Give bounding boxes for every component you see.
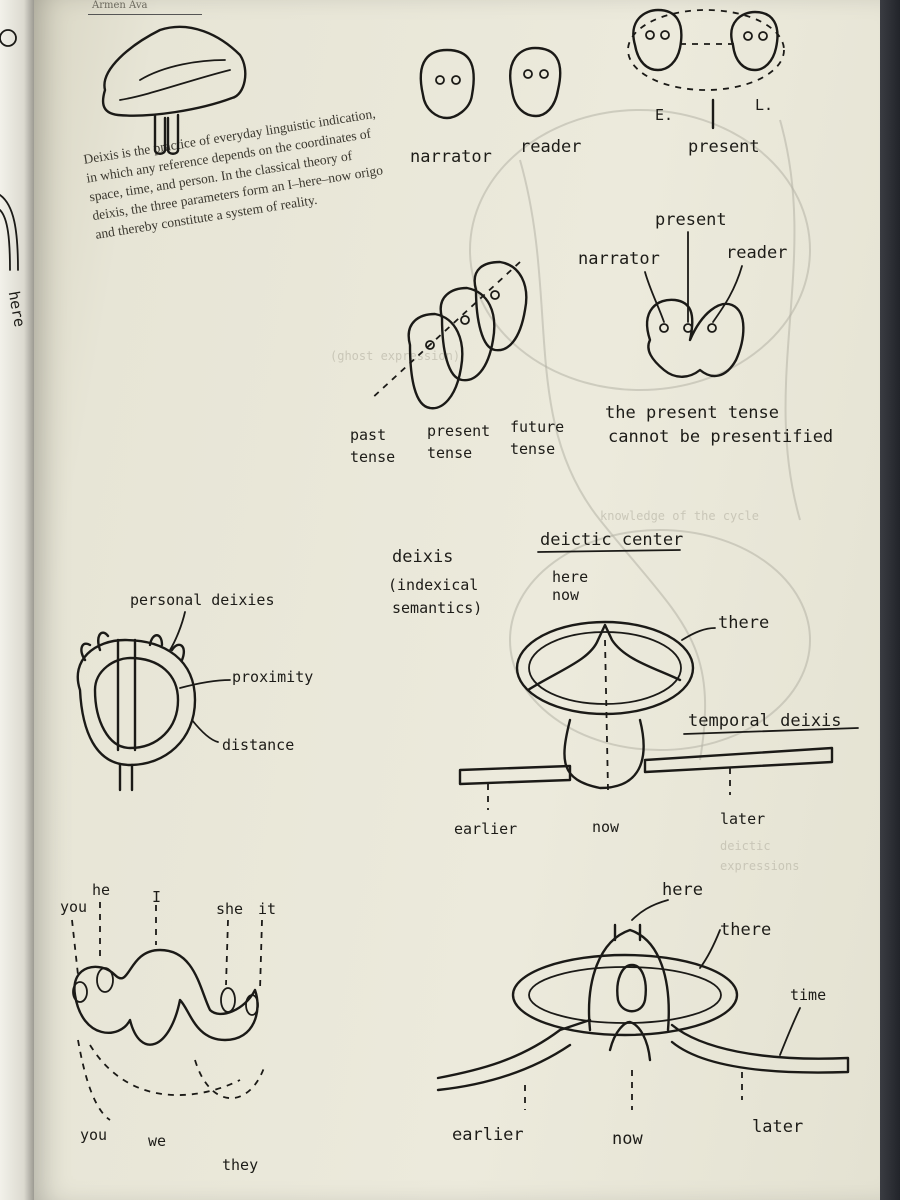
he-label: he xyxy=(92,881,110,899)
earlier-label: earlier xyxy=(454,820,517,838)
later-label: later xyxy=(720,810,765,828)
now-top-label: now xyxy=(552,586,580,604)
presentified-caption-2: cannot be presentified xyxy=(608,427,833,447)
show-through-ghost: (ghost expression) knowledge of the cycl… xyxy=(330,109,811,873)
presentified-caption-1: the present tense xyxy=(605,403,779,423)
svg-text:deictic: deictic xyxy=(720,839,771,853)
later-bottom-label: later xyxy=(752,1117,803,1137)
time-label: time xyxy=(790,986,826,1004)
there-bottom-label: there xyxy=(720,920,771,940)
pronouns-figure: you he I she it you we they xyxy=(60,881,276,1174)
mushroom-figure xyxy=(101,25,247,155)
svg-text:expressions: expressions xyxy=(720,859,799,873)
e-label: E. xyxy=(655,106,673,124)
margin-here-label: here xyxy=(5,290,29,329)
reader-head xyxy=(509,46,562,118)
here-top-label: here xyxy=(552,568,588,586)
present-top-label: present xyxy=(655,210,727,230)
reader-top-label: reader xyxy=(726,243,787,263)
semantics-label: semantics) xyxy=(392,599,482,617)
they-label: they xyxy=(222,1156,258,1174)
time-figure: here there time earlier now later xyxy=(436,880,850,1149)
margin-fragment: here xyxy=(0,29,29,329)
personal-deixies-label: personal deixies xyxy=(130,591,275,609)
you-bottom-label: you xyxy=(80,1126,107,1144)
distance-label: distance xyxy=(222,736,294,754)
there-label: there xyxy=(718,613,769,633)
reader-label: reader xyxy=(520,137,581,157)
i-label: I xyxy=(152,888,161,906)
presentified-figure: present narrator reader the present tens… xyxy=(578,210,833,447)
deictic-center-figure: deixis (indexical semantics) deictic cen… xyxy=(388,530,859,838)
you-top-label: you xyxy=(60,898,87,916)
it-label: it xyxy=(258,900,276,918)
we-label: we xyxy=(148,1132,166,1150)
here-bottom-label: here xyxy=(662,880,703,900)
narrator-head xyxy=(419,48,475,120)
running-header: Armen Ava xyxy=(88,0,202,15)
now-bottom-label: now xyxy=(612,1129,643,1149)
temporal-deixis-label: temporal deixis xyxy=(688,711,842,731)
present-figure: E. L. present xyxy=(627,8,785,157)
indexical-label: (indexical xyxy=(388,576,478,594)
narrator-label: narrator xyxy=(410,147,492,167)
l-label: L. xyxy=(755,96,773,114)
narrator-top-label: narrator xyxy=(578,249,660,269)
present-label: present xyxy=(688,137,760,157)
deixis-label: deixis xyxy=(392,547,453,567)
now-label: now xyxy=(592,818,620,836)
svg-text:knowledge of the cycle: knowledge of the cycle xyxy=(600,509,759,523)
personal-deixies-figure: personal deixies proximity distance xyxy=(76,591,313,792)
book-page xyxy=(34,0,880,1200)
svg-text:(ghost expression): (ghost expression) xyxy=(330,349,460,363)
earlier-bottom-label: earlier xyxy=(452,1125,524,1145)
she-label: she xyxy=(216,900,243,918)
page-edge-shadow xyxy=(880,0,900,1200)
deictic-center-label: deictic center xyxy=(540,530,683,550)
proximity-label: proximity xyxy=(232,668,313,686)
narrator-reader-figure: narrator reader xyxy=(410,46,581,167)
